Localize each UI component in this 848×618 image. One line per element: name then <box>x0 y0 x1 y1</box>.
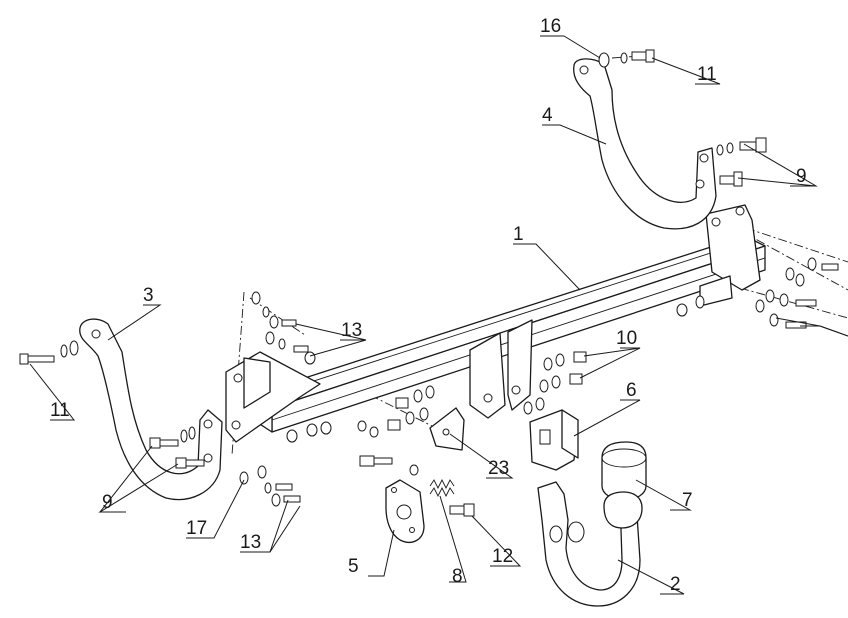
callout-3: 3 <box>143 285 154 306</box>
callout-9-right: 9 <box>796 166 807 187</box>
callout-23: 23 <box>488 458 509 479</box>
callout-11-left: 11 <box>50 400 70 421</box>
callout-11-right: 11 <box>697 64 717 85</box>
bolt-12 <box>409 464 475 517</box>
socket-mount <box>529 409 579 471</box>
callout-8: 8 <box>452 566 463 587</box>
leader-lines <box>29 35 848 595</box>
spring <box>429 478 455 498</box>
callout-16: 16 <box>540 16 561 37</box>
callout-4: 4 <box>542 105 553 126</box>
callout-7: 7 <box>682 490 693 511</box>
callout-1: 1 <box>513 224 524 245</box>
callout-9-left: 9 <box>102 492 113 513</box>
callout-12: 12 <box>492 546 513 567</box>
callout-10: 10 <box>616 328 637 349</box>
cross-beam <box>225 204 766 443</box>
left-side-arm <box>79 318 223 501</box>
callout-5: 5 <box>348 556 359 577</box>
callout-6: 6 <box>626 380 637 401</box>
hardware-left <box>19 291 332 507</box>
hardware-right <box>598 49 839 329</box>
callout-17: 17 <box>186 518 207 539</box>
tow-ball <box>601 441 647 529</box>
callout-13-top: 13 <box>341 320 362 341</box>
right-side-arm <box>573 58 717 230</box>
socket-plate <box>385 479 425 543</box>
callout-labels: 1 2 3 4 5 6 7 8 9 9 10 11 11 12 13 13 16… <box>50 16 807 595</box>
hardware-centre <box>357 351 587 467</box>
callout-2: 2 <box>670 574 681 595</box>
callout-13-bottom: 13 <box>240 532 261 553</box>
